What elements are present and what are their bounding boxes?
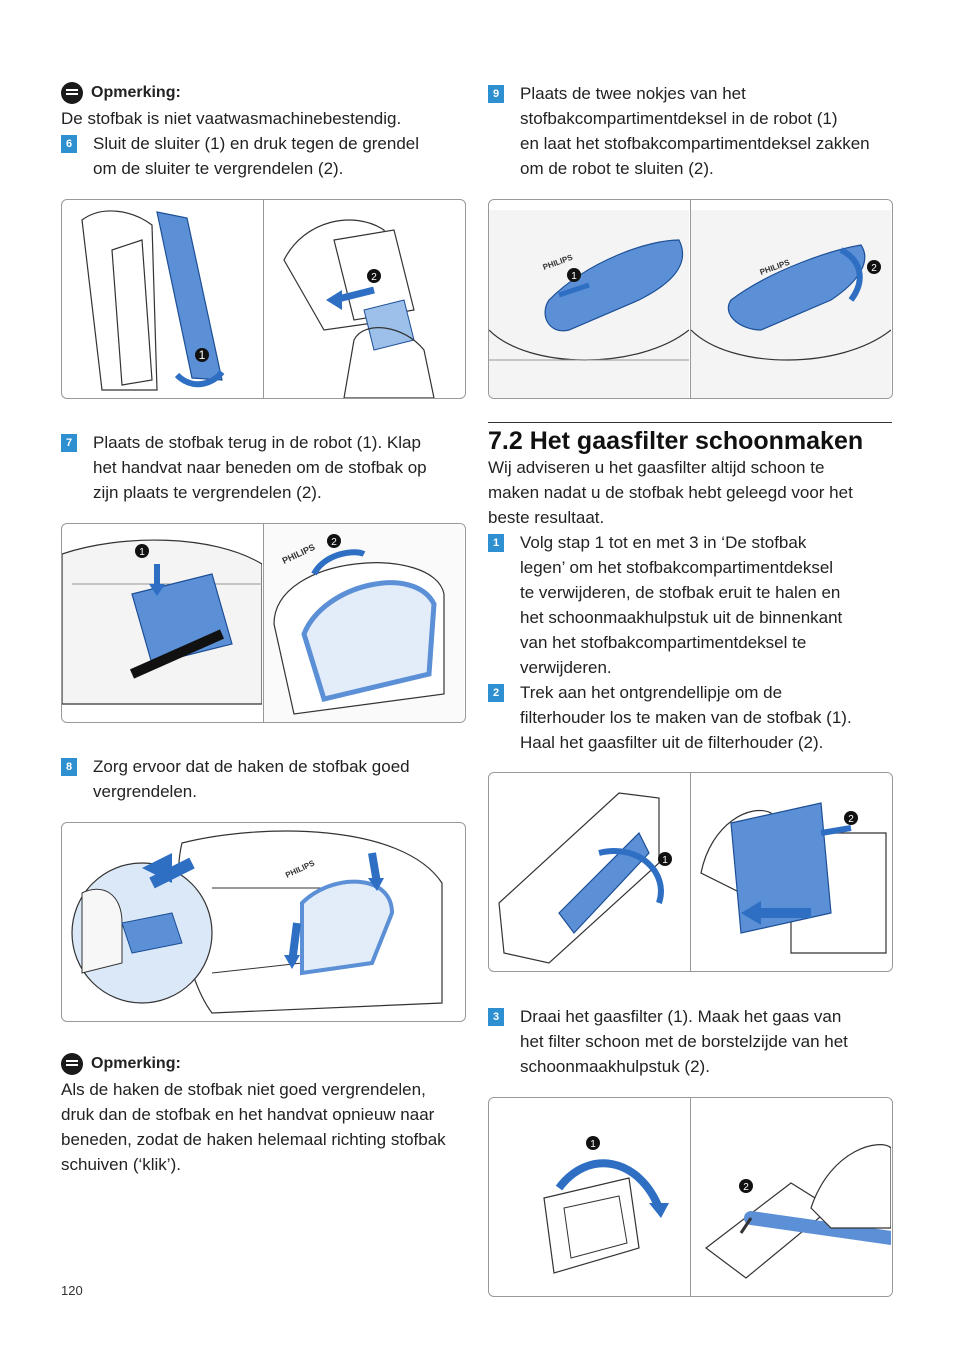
step-1: 1 Volg stap 1 tot en met 3 in ‘De stofba… — [488, 530, 842, 680]
step-number: 8 — [61, 758, 77, 776]
figure-step-9: PHILIPS 1 PHILIPS 2 — [488, 199, 893, 399]
illustration-insert-dustbin: 1 — [62, 539, 262, 705]
step-line: Draai het gaasfilter (1). Maak het gaas … — [520, 1007, 842, 1026]
step-7: 7 Plaats de stofbak terug in de robot (1… — [61, 430, 427, 505]
step-line: schoonmaakhulpstuk (2). — [520, 1057, 710, 1076]
note-icon — [61, 1053, 83, 1075]
section-heading: 7.2 Het gaasfilter schoonmaken — [488, 422, 892, 456]
step-line: Haal het gaasfilter uit de filterhouder … — [520, 733, 824, 752]
step-2: 2 Trek aan het ontgrendellipje om de fil… — [488, 680, 852, 755]
step-8: 8 Zorg ervoor dat de haken de stofbak go… — [61, 754, 410, 804]
illustration-place-cover: PHILIPS 1 — [489, 210, 689, 398]
step-line: Plaats de stofbak terug in de robot (1).… — [93, 433, 421, 452]
callout-label: 2 — [743, 1182, 749, 1193]
step-line: vergrendelen. — [93, 782, 197, 801]
note-title: Opmerking: — [91, 1055, 181, 1072]
step-number: 9 — [488, 85, 504, 103]
callout-label: 2 — [371, 272, 377, 283]
step-line: stofbakcompartimentdeksel in de robot (1… — [520, 109, 838, 128]
illustration-close-shutter: 1 — [81, 210, 225, 391]
step-line: filterhouder los te maken van de stofbak… — [520, 708, 852, 727]
step-number: 6 — [61, 135, 77, 153]
step-9: 9 Plaats de twee nokjes van het stofbakc… — [488, 81, 870, 181]
note-line: beneden, zodat de haken helemaal richtin… — [61, 1130, 446, 1149]
step-line: om de robot te sluiten (2). — [520, 159, 714, 178]
step-line: zijn plaats te vergrendelen (2). — [93, 483, 322, 502]
illustration-release-filter-holder: 1 — [498, 792, 672, 964]
illustration-press-latch: 2 — [283, 219, 435, 398]
illustration-lock-handle: PHILIPS 2 — [264, 524, 464, 722]
callout-label: 1 — [139, 547, 145, 558]
intro-text: Wij adviseren u het gaasfilter altijd sc… — [488, 455, 853, 530]
step-line: het handvat naar beneden om de stofbak o… — [93, 458, 427, 477]
step-line: om de sluiter te vergrendelen (2). — [93, 159, 344, 178]
step-line: het filter schoon met de borstelzijde va… — [520, 1032, 848, 1051]
step-line: Plaats de twee nokjes van het — [520, 84, 746, 103]
step-number: 3 — [488, 1008, 504, 1026]
figure-step-3: 1 2 — [488, 1097, 893, 1297]
illustration-close-cover: PHILIPS 2 — [691, 210, 891, 398]
callout-label: 2 — [331, 537, 337, 548]
note-line: schuiven (‘klik’). — [61, 1155, 181, 1174]
illustration-brush-filter: 2 — [705, 1144, 891, 1279]
callout-label: 1 — [199, 348, 206, 362]
callout-label: 2 — [848, 814, 854, 825]
callout-label: 1 — [590, 1139, 596, 1150]
callout-label: 1 — [662, 855, 668, 866]
intro-line: beste resultaat. — [488, 508, 605, 527]
note-heading-2: Opmerking: — [61, 1053, 181, 1075]
illustration-check-hooks: PHILIPS — [71, 830, 443, 1014]
note-line: druk dan de stofbak en het handvat opnie… — [61, 1105, 435, 1124]
step-3: 3 Draai het gaasfilter (1). Maak het gaa… — [488, 1004, 848, 1079]
intro-line: maken nadat u de stofbak hebt geleegd vo… — [488, 483, 853, 502]
step-line: en laat het stofbakcompartimentdeksel za… — [520, 134, 870, 153]
note-text: De stofbak is niet vaatwasmachinebestend… — [61, 109, 402, 128]
note-title: Opmerking: — [91, 84, 181, 101]
step-line: het schoonmaakhulpstuk uit de binnenkant — [520, 608, 843, 627]
step-line: Zorg ervoor dat de haken de stofbak goed — [93, 757, 410, 776]
note-text: Als de haken de stofbak niet goed vergre… — [61, 1077, 471, 1177]
step-line: Sluit de sluiter (1) en druk tegen de gr… — [93, 134, 420, 153]
figure-step-7: 1 PHILIPS 2 — [61, 523, 466, 723]
step-line: van het stofbakcompartimentdeksel te — [520, 633, 807, 652]
page-number: 120 — [61, 1283, 83, 1298]
step-line: legen’ om het stofbakcompartimentdeksel — [520, 558, 834, 577]
step-6: 6 Sluit de sluiter (1) en druk tegen de … — [61, 131, 419, 181]
callout-label: 1 — [571, 271, 577, 282]
intro-line: Wij adviseren u het gaasfilter altijd sc… — [488, 458, 825, 477]
illustration-rotate-filter: 1 — [543, 1136, 669, 1274]
note-icon — [61, 82, 83, 104]
step-number: 2 — [488, 684, 504, 702]
step-line: te verwijderen, de stofbak eruit te hale… — [520, 583, 841, 602]
illustration-remove-filter: 2 — [700, 802, 887, 954]
step-number: 1 — [488, 534, 504, 552]
figure-step-8: PHILIPS — [61, 822, 466, 1022]
note-line: Als de haken de stofbak niet goed vergre… — [61, 1080, 426, 1099]
step-line: Volg stap 1 tot en met 3 in ‘De stofbak — [520, 533, 807, 552]
note-heading-1: Opmerking: — [61, 82, 181, 104]
step-line: Trek aan het ontgrendellipje om de — [520, 683, 783, 702]
step-number: 7 — [61, 434, 77, 452]
figure-step-2: 1 2 — [488, 772, 893, 972]
callout-label: 2 — [871, 263, 877, 274]
figure-step-6: 1 2 — [61, 199, 466, 399]
step-line: verwijderen. — [520, 658, 612, 677]
